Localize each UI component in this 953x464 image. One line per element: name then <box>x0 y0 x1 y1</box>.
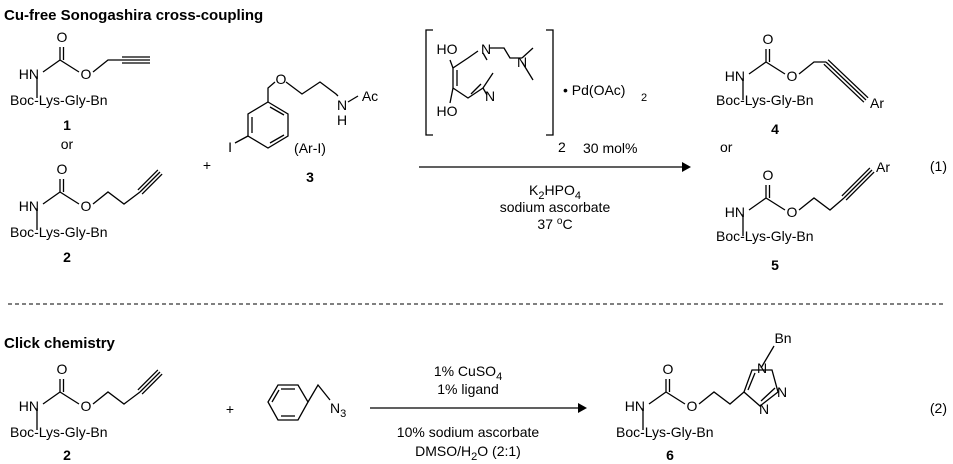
condition-solvent: DMSO/H2O (2:1) <box>415 443 521 463</box>
click-reactant-2-structure: O O HN Boc-Lys-Gly-Bn 2 <box>10 361 163 463</box>
or-label-reactants: or <box>61 136 74 152</box>
reactant-3-ether-oxygen: O <box>276 71 287 87</box>
product-5-structure: O O HN Boc-Lys-Gly-Bn Ar 5 <box>716 159 890 273</box>
product-4-peptide: Boc-Lys-Gly-Bn <box>716 92 814 108</box>
product-5-peptide: Boc-Lys-Gly-Bn <box>716 228 814 244</box>
triazole-nitrogen-1: N <box>757 360 767 376</box>
catalyst-bracket-subscript: 2 <box>558 139 566 155</box>
compound-number-4: 4 <box>771 121 779 137</box>
reaction-arrow-1-head <box>682 162 691 172</box>
condition-ascorbate: 10% sodium ascorbate <box>397 424 540 440</box>
product-6-carbonyl-oxygen: O <box>663 361 674 377</box>
reactant-3-amide-hydrogen: H <box>337 112 347 128</box>
click-reactant-2-amine: HN <box>19 398 39 414</box>
product-4-ester-oxygen: O <box>787 68 798 84</box>
equation-number-1: (1) <box>930 158 947 174</box>
or-label-products: or <box>720 139 733 155</box>
condition-temperature: 37 oC <box>537 216 572 232</box>
reactant-3-iodine: I <box>228 139 232 155</box>
catalyst-palladium-salt: • Pd(OAc) <box>563 82 625 98</box>
product-4-carbonyl-oxygen: O <box>763 31 774 47</box>
reactant-1-ester-oxygen: O <box>81 66 92 82</box>
section-title-click-chemistry: Click chemistry <box>4 335 116 352</box>
click-reactant-2-carbonyl-oxygen: O <box>57 361 68 377</box>
product-5-amine: HN <box>725 204 745 220</box>
reactant-2-carbonyl-oxygen: O <box>57 161 68 177</box>
product-6-ester-oxygen: O <box>687 398 698 414</box>
condition-reductant: sodium ascorbate <box>500 199 611 215</box>
section-title-sonogashira: Cu-free Sonogashira cross-coupling <box>4 7 263 24</box>
product-4-amine: HN <box>725 68 745 84</box>
product-4-structure: O O HN Boc-Lys-Gly-Bn Ar 4 <box>716 31 884 137</box>
product-4-aryl: Ar <box>870 95 884 111</box>
catalyst-structure: HO HO N N N 2 • Pd(OAc) 2 30 mol% <box>425 29 647 156</box>
reactant-1-amine: HN <box>19 66 39 82</box>
triazole-nitrogen-2: N <box>777 384 787 400</box>
condition-copper-sulfate: 1% CuSO4 <box>434 363 502 383</box>
azide-group: N3 <box>330 400 346 420</box>
reactant-2-amine: HN <box>19 198 39 214</box>
compound-number-5: 5 <box>771 257 779 273</box>
click-reactant-2-peptide: Boc-Lys-Gly-Bn <box>10 424 108 440</box>
product-6-amine: HN <box>625 398 645 414</box>
reactant-3-amide-nitrogen: N <box>337 97 347 113</box>
reactant-1-carbonyl-oxygen: O <box>57 29 68 45</box>
reactant-2-peptide: Boc-Lys-Gly-Bn <box>10 224 108 240</box>
compound-number-2: 2 <box>63 249 71 265</box>
product-5-aryl: Ar <box>876 159 890 175</box>
catalyst-palladium-subscript: 2 <box>641 92 647 104</box>
catalyst-ring-nitrogen-top: N <box>481 41 491 57</box>
condition-base: K2HPO4 <box>529 182 581 202</box>
reaction-arrow-2-head <box>578 403 587 413</box>
catalyst-dimethylamino-nitrogen: N <box>517 54 527 70</box>
reactant-2-ester-oxygen: O <box>81 198 92 214</box>
click-compound-number-2: 2 <box>63 447 71 463</box>
benzyl-azide-structure: N3 <box>267 383 346 421</box>
reactant-3-structure: I O N H Ac (Ar-I) 3 <box>228 71 378 185</box>
reactant-2-structure: O O HN Boc-Lys-Gly-Bn 2 <box>10 161 163 265</box>
product-6-structure: O O HN Boc-Lys-Gly-Bn N N N Bn 6 <box>616 330 792 463</box>
plus-sign-eq2: + <box>226 401 234 417</box>
catalyst-ring-nitrogen-bottom: N <box>485 88 495 104</box>
product-6-benzyl: Bn <box>774 330 791 346</box>
reactant-1-structure: O O HN Boc-Lys-Gly-Bn 1 <box>10 29 150 133</box>
catalyst-loading: 30 mol% <box>583 140 637 156</box>
compound-number-3: 3 <box>306 169 314 185</box>
product-5-ester-oxygen: O <box>787 204 798 220</box>
catalyst-hydroxyl-top: HO <box>437 41 458 57</box>
equation-number-2: (2) <box>930 400 947 416</box>
triazole-nitrogen-3: N <box>759 401 769 417</box>
reactant-1-peptide: Boc-Lys-Gly-Bn <box>10 92 108 108</box>
compound-number-6: 6 <box>666 447 674 463</box>
compound-number-1: 1 <box>63 117 71 133</box>
condition-ligand: 1% ligand <box>437 381 499 397</box>
reactant-3-name: (Ar-I) <box>294 140 326 156</box>
reactant-3-acetyl: Ac <box>362 88 378 104</box>
click-reactant-2-ester-oxygen: O <box>81 398 92 414</box>
catalyst-hydroxyl-bottom: HO <box>437 103 458 119</box>
product-5-carbonyl-oxygen: O <box>763 167 774 183</box>
plus-sign-eq1: + <box>203 157 211 173</box>
product-6-peptide: Boc-Lys-Gly-Bn <box>616 424 714 440</box>
